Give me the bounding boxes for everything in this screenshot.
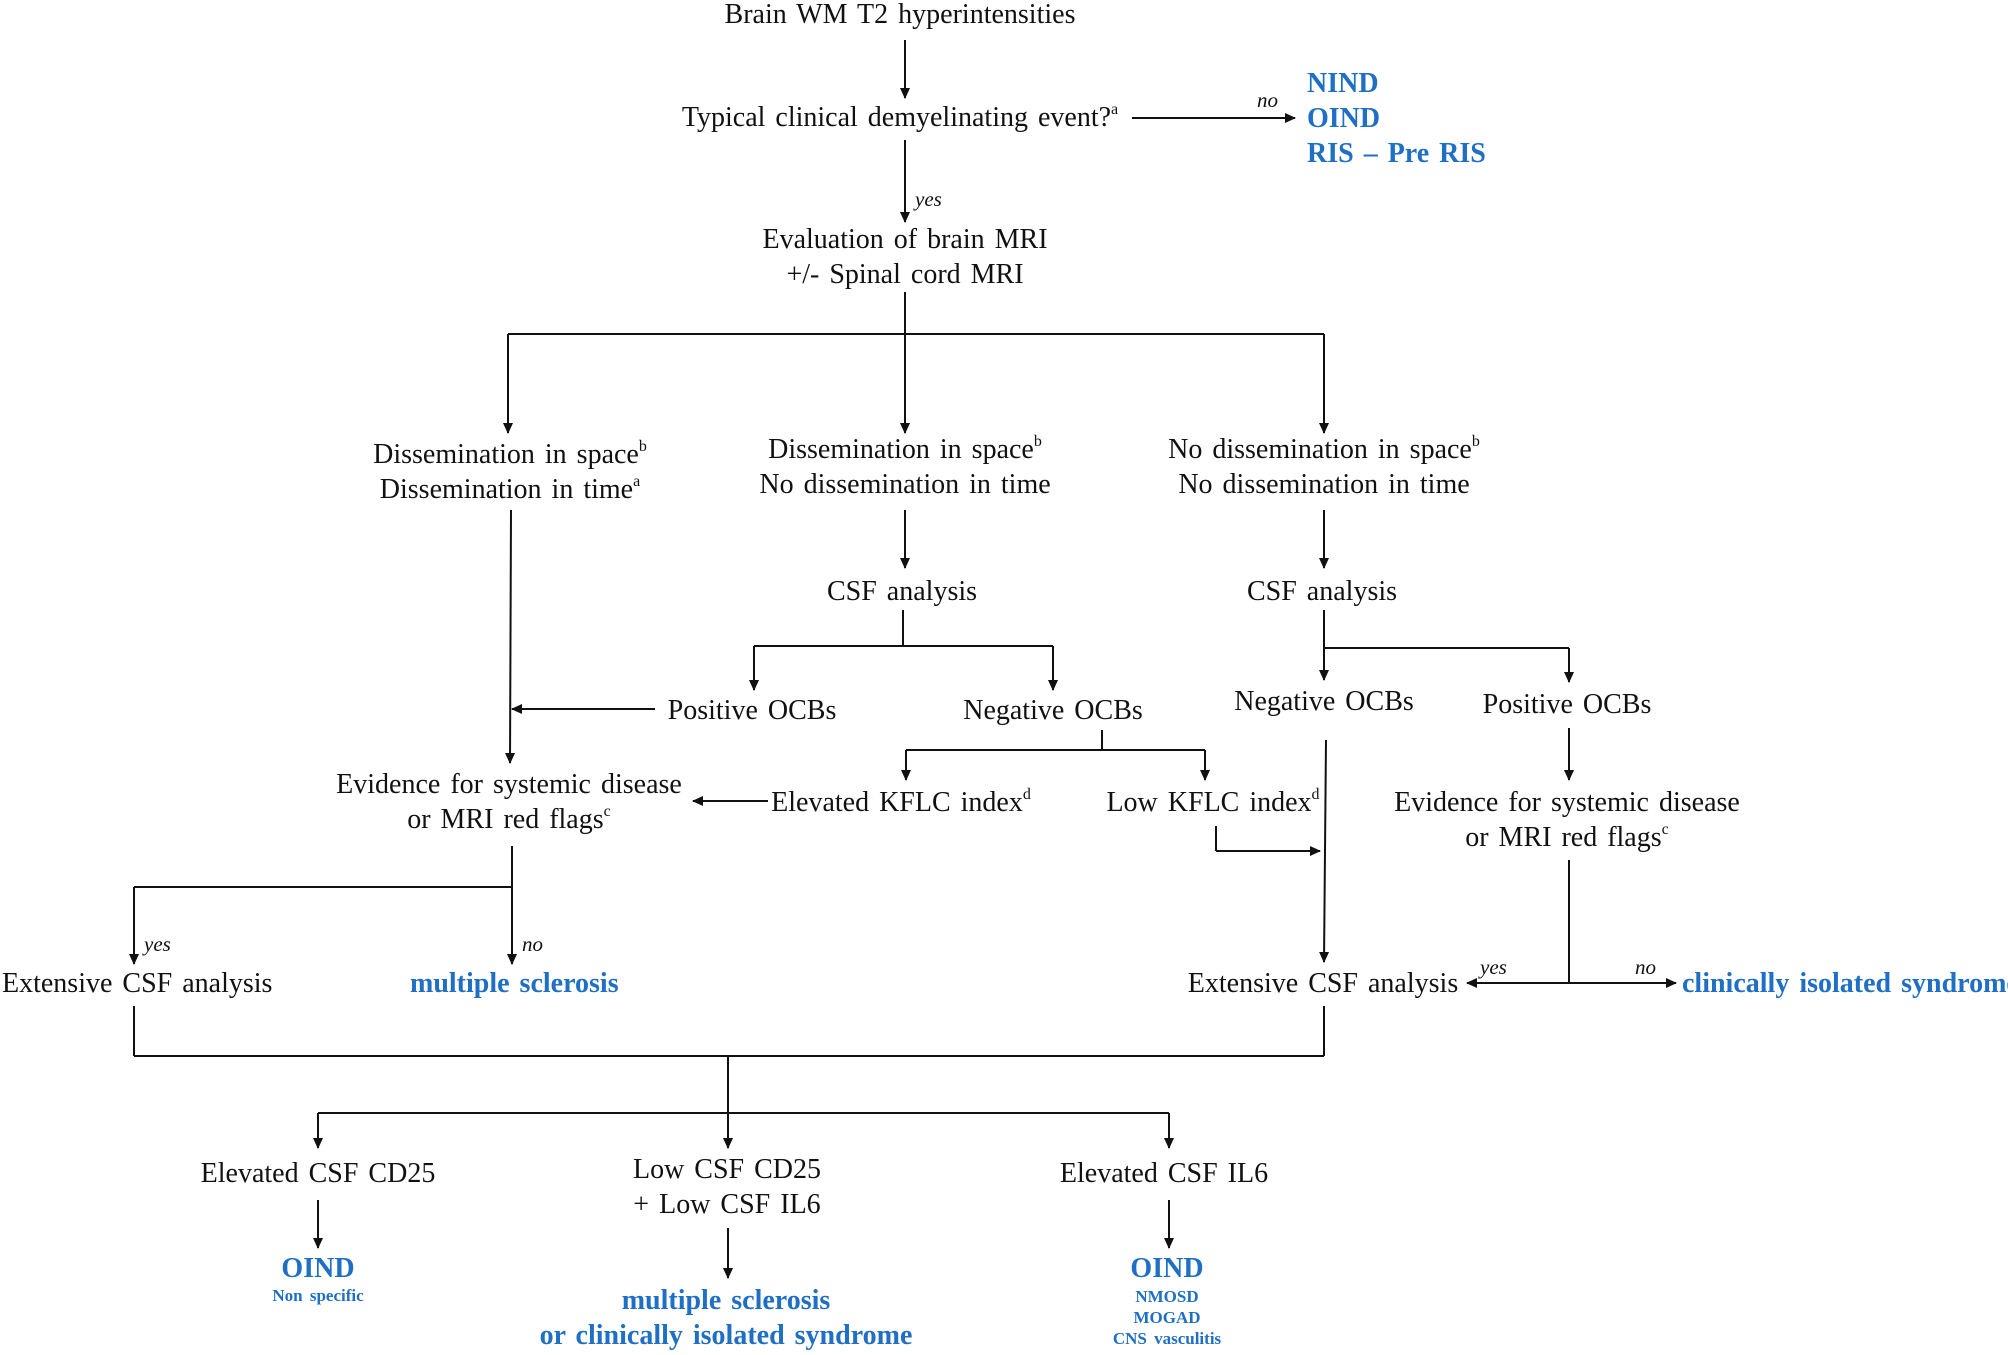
outcome-nind: NIND: [1307, 68, 1379, 99]
node-event-question: Typical clinical demyelinating event?a: [682, 100, 1118, 135]
label-no-event: no: [1257, 88, 1278, 112]
node-low-kflc: Low KFLC indexd: [1106, 785, 1319, 820]
systemic-right-sup: c: [1661, 820, 1669, 838]
node-ms-left: multiple sclerosis: [410, 968, 619, 999]
node-positive-ocbs-mid: Positive OCBs: [667, 695, 837, 726]
node-mri-evaluation: Evaluation of brain MRI +/- Spinal cord …: [762, 222, 1047, 292]
node-cd25-elevated: Elevated CSF CD25: [200, 1158, 436, 1189]
label-yes-left: yes: [144, 932, 171, 956]
systemic-left-line1: Evidence for systemic disease: [336, 769, 682, 800]
left-branch-line1: Dissemination in spaceb: [373, 437, 647, 472]
node-right-branch: No dissemination in spaceb No disseminat…: [1168, 432, 1480, 502]
mri-line2: +/- Spinal cord MRI: [786, 259, 1024, 290]
mid-branch-line1: Dissemination in spaceb: [759, 432, 1050, 467]
elevated-kflc-text: Elevated KFLC index: [771, 787, 1023, 818]
outcome-ris: RIS – Pre RIS: [1307, 138, 1486, 169]
node-positive-ocbs-right: Positive OCBs: [1482, 689, 1652, 720]
node-cis-right: clinically isolated syndrome: [1682, 968, 2008, 999]
cd25-low-line2: + Low CSF IL6: [633, 1189, 821, 1220]
node-no-outcomes: NIND OIND RIS – Pre RIS: [1307, 66, 1486, 171]
right-branch-line2: No dissemination in time: [1178, 469, 1470, 500]
node-csf-mid: CSF analysis: [826, 576, 978, 607]
arrow-left-to-systemic: [505, 509, 516, 764]
oind1-title: OIND: [281, 1253, 355, 1284]
oind1-sub: Non specific: [272, 1286, 364, 1305]
low-kflc-text: Low KFLC index: [1106, 787, 1312, 818]
left-branch-line1-text: Dissemination in space: [373, 439, 639, 470]
node-csf-right: CSF analysis: [1246, 576, 1398, 607]
node-negative-ocbs-right: Negative OCBs: [1234, 686, 1414, 717]
label-yes-right: yes: [1480, 955, 1507, 979]
systemic-right-line2-text: or MRI red flags: [1465, 822, 1662, 853]
arrow-negative-ocbs-to-extensive: [1319, 739, 1330, 963]
node-elevated-kflc: Elevated KFLC indexd: [771, 785, 1031, 820]
elevated-kflc-sup: d: [1022, 785, 1031, 803]
node-negative-ocbs-mid: Negative OCBs: [963, 695, 1143, 726]
node-cd25-low: Low CSF CD25 + Low CSF IL6: [633, 1152, 821, 1222]
low-kflc-sup: d: [1311, 785, 1320, 803]
mid-branch-line1-text: Dissemination in space: [768, 434, 1034, 465]
outcome-oind-nonspecific: OIND Non specific: [272, 1251, 363, 1306]
systemic-right-line1: Evidence for systemic disease: [1394, 787, 1740, 818]
systemic-right-line2: or MRI red flagsc: [1394, 820, 1740, 855]
outcome-oind-specific: OIND NMOSD MOGAD CNS vasculitis: [1113, 1251, 1221, 1349]
ms-cis-line2: or clinically isolated syndrome: [539, 1320, 913, 1351]
left-branch-line2: Dissemination in timea: [373, 472, 647, 507]
outcome-oind: OIND: [1307, 103, 1381, 134]
left-branch-line2-text: Dissemination in time: [379, 474, 634, 505]
oind2-sub-cns-vasculitis: CNS vasculitis: [1112, 1329, 1222, 1348]
right-branch-line1-text: No dissemination in space: [1168, 434, 1472, 465]
mid-branch-line2: No dissemination in time: [759, 469, 1051, 500]
cd25-low-line1: Low CSF CD25: [632, 1154, 822, 1185]
mid-branch-sup1: b: [1033, 432, 1042, 450]
systemic-left-line2: or MRI red flagsc: [336, 802, 682, 837]
left-branch-sup1: b: [638, 437, 647, 455]
node-systemic-left: Evidence for systemic disease or MRI red…: [336, 767, 682, 837]
label-no-right: no: [1635, 955, 1656, 979]
node-mid-branch: Dissemination in spaceb No dissemination…: [759, 432, 1050, 502]
outcome-ms-or-cis: multiple sclerosis or clinically isolate…: [540, 1283, 913, 1353]
node-root: Brain WM T2 hyperintensities: [724, 0, 1076, 30]
label-no-left: no: [522, 932, 543, 956]
right-branch-line1: No dissemination in spaceb: [1168, 432, 1480, 467]
systemic-left-line2-text: or MRI red flags: [407, 804, 604, 835]
node-il6-elevated: Elevated CSF IL6: [1059, 1158, 1269, 1189]
node-extensive-left: Extensive CSF analysis: [2, 968, 273, 999]
oind2-sub-mogad: MOGAD: [1133, 1308, 1201, 1327]
systemic-left-sup: c: [603, 802, 611, 820]
event-question-sup: a: [1111, 100, 1119, 118]
node-left-branch: Dissemination in spaceb Dissemination in…: [373, 437, 647, 507]
event-question-text: Typical clinical demyelinating event?: [681, 102, 1112, 133]
node-extensive-right: Extensive CSF analysis: [1187, 968, 1459, 999]
right-branch-sup1: b: [1471, 432, 1480, 450]
mri-line1: Evaluation of brain MRI: [762, 224, 1048, 255]
left-branch-sup2: a: [633, 472, 641, 490]
label-yes-event: yes: [915, 187, 942, 211]
oind2-title: OIND: [1130, 1253, 1204, 1284]
ms-cis-line1: multiple sclerosis: [621, 1285, 831, 1316]
oind2-sub-nmosd: NMOSD: [1135, 1287, 1199, 1306]
node-systemic-right: Evidence for systemic disease or MRI red…: [1394, 785, 1740, 855]
